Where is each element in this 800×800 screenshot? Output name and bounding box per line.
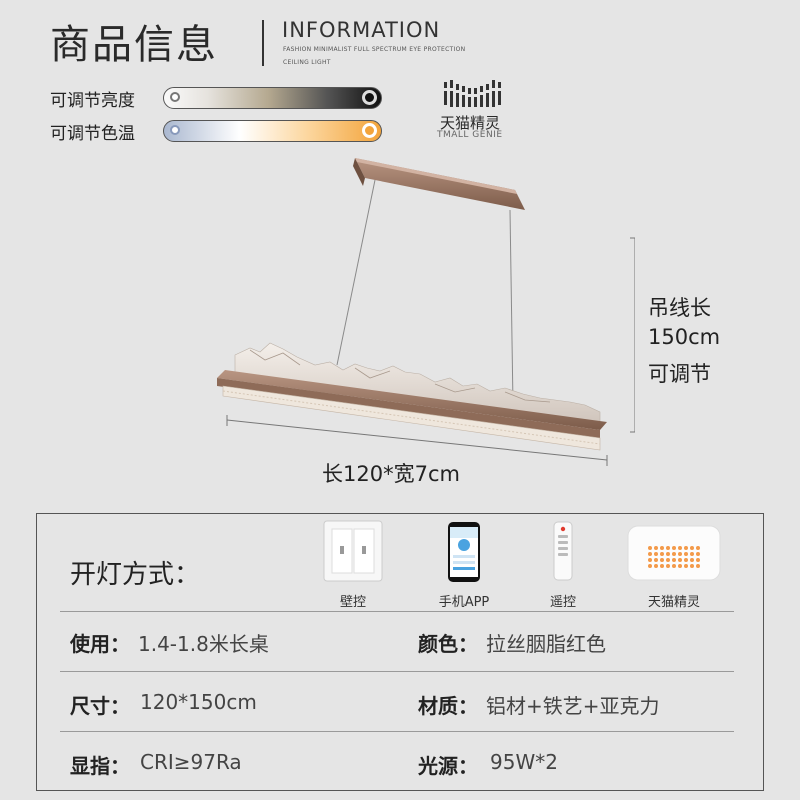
spec-key-cri: 显指： [70,754,130,778]
spec-value-size: 120*150cm [140,690,257,714]
pendant-lamp-image [217,158,635,466]
smart-speaker-icon [627,525,721,581]
device-label-smart-speaker: 天猫精灵 [647,595,700,610]
cable-length-value: 150cm [648,325,721,349]
brightness-slider [163,87,382,109]
spec-key-usage: 使用： [70,632,130,656]
title-divider [262,20,264,66]
slider-cool-knob-icon [170,125,180,135]
remote-control-icon [553,521,573,581]
cable-length-label: 吊线长 [648,296,711,320]
colortemp-label: 可调节色温 [50,124,135,144]
size-dimension-label: 长120*宽7cm [322,462,460,486]
spec-value-color: 拉丝胭脂红色 [486,632,606,656]
slider-max-knob-icon [362,90,377,105]
spec-value-cri: CRI≥97Ra [140,750,242,774]
device-label-wall-switch: 壁控 [339,595,366,610]
spec-key-color: 颜色： [418,632,478,656]
subtitle-line-1: FASHION MINIMALIST FULL SPECTRUM EYE PRO… [283,46,466,53]
subtitle-line-2: CEILING LIGHT [283,59,331,66]
slider-warm-knob-icon [362,123,377,138]
page-title-en: INFORMATION [282,18,441,42]
device-label-phone-app: 手机APP [438,595,490,610]
spec-value-material: 铝材+铁艺+亚克力 [486,694,660,718]
divider [60,731,734,732]
switch-method-label: 开灯方式： [70,560,201,590]
wall-switch-icon [323,520,383,582]
tmall-genie-name: 天猫精灵 [440,114,501,132]
spec-value-usage: 1.4-1.8米长桌 [138,632,269,656]
spec-key-light-source: 光源： [418,754,478,778]
divider [60,611,734,612]
info-panel [36,513,764,791]
divider [60,671,734,672]
device-label-remote-control: 遥控 [549,595,576,610]
spec-key-size: 尺寸： [70,694,130,718]
page-title: 商品信息 [50,22,218,68]
tmall-genie-name-en: TMALL GENIE [437,130,503,140]
slider-min-knob-icon [170,92,180,102]
cable-length-adjustable: 可调节 [648,362,711,386]
spec-value-light-source: 95W*2 [490,750,558,774]
tmall-genie-logo-icon [444,80,501,107]
brightness-label: 可调节亮度 [50,91,135,111]
spec-key-material: 材质： [418,694,478,718]
phone-app-icon [448,522,480,582]
colortemp-slider [163,120,382,142]
